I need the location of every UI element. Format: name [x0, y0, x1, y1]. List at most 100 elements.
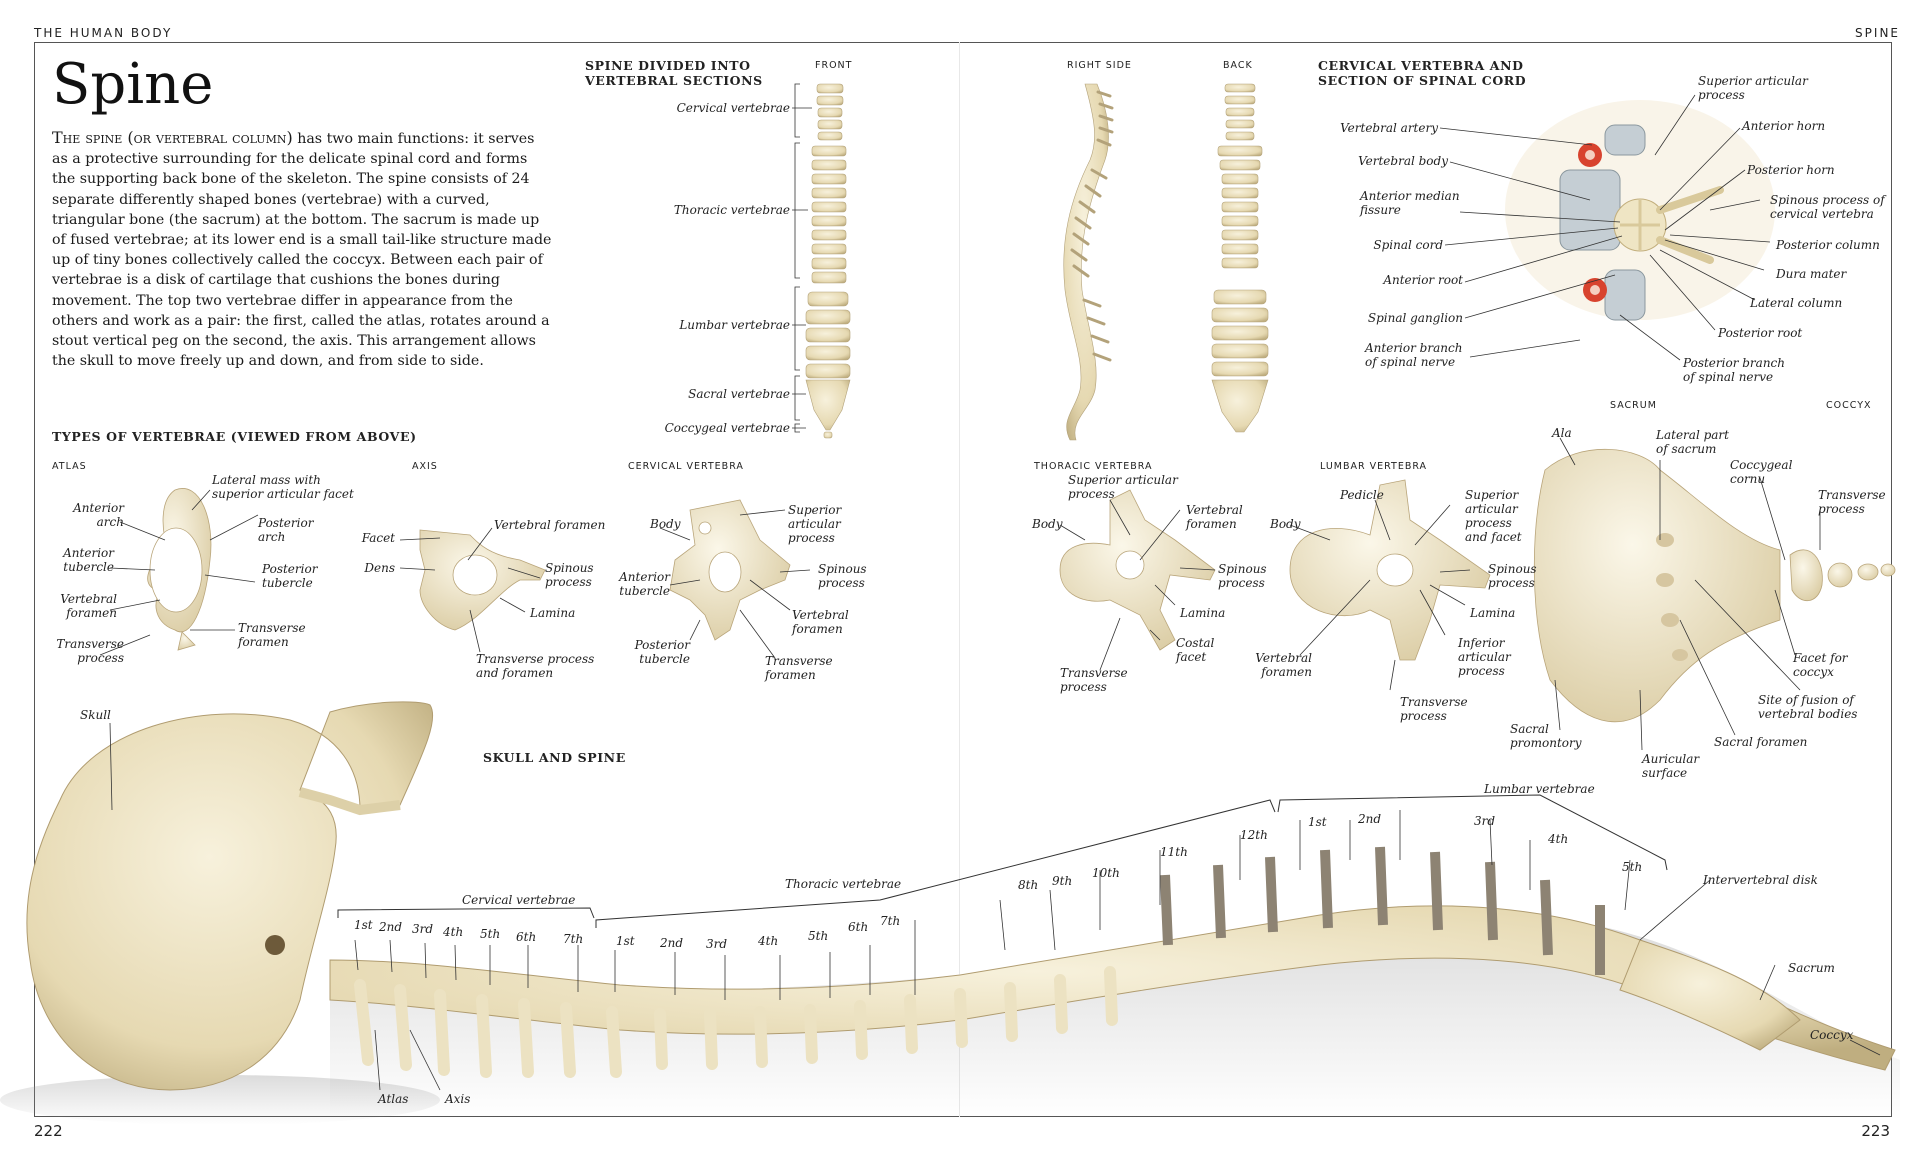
vertebra-number: 5th [808, 929, 829, 943]
vertebra-number: 6th [516, 930, 537, 944]
vertebra-number: 5th [1622, 860, 1643, 874]
cord-label-vertebral-artery: Vertebral artery [1340, 121, 1438, 135]
vertebra-number: 2nd [379, 920, 403, 934]
vertebra-number: 9th [1052, 874, 1073, 888]
atlas-label-transverse-process: Transverse process [56, 637, 124, 665]
cervical-label-superior-articular: Superior articular process [788, 503, 842, 545]
vertebra-number: 8th [1018, 878, 1039, 892]
cord-label-superior-articular: Superior articular process [1698, 74, 1808, 102]
thoracic-label-body: Body [1032, 517, 1063, 531]
vertebra-number: 1st [354, 918, 373, 932]
sacrum-label-coccygeal-cornu: Coccygeal cornu [1730, 458, 1793, 486]
vertebra-number: 3rd [1474, 814, 1496, 828]
spine-back-illustration [1211, 83, 1269, 433]
cord-label-spinal-cord: Spinal cord [1373, 238, 1443, 252]
thoracic-label-superior-articular: Superior articular process [1068, 473, 1178, 501]
page-number-right: 223 [1861, 1122, 1890, 1140]
label-axis-title: AXIS [412, 461, 438, 472]
cord-label-spinal-ganglion: Spinal ganglion [1367, 311, 1463, 325]
vertebra-number: 2nd [660, 936, 684, 950]
long-spine-brackets [337, 794, 1668, 928]
spine-side-illustration [1063, 83, 1109, 441]
sacrum-label-facet-for-coccyx: Facet for coccyx [1793, 651, 1848, 679]
cord-label-anterior-horn: Anterior horn [1742, 119, 1826, 133]
vertebra-number: 2nd [1358, 812, 1382, 826]
skull-heading: SKULL AND SPINE [483, 750, 626, 765]
atlas-label-anterior-tubercle: Anterior tubercle [63, 546, 114, 574]
atlas-label-transverse-foramen: Transverse foramen [238, 621, 306, 649]
cervical-label-spinous-process: Spinous process [818, 562, 867, 590]
skull-label-coccyx: Coccyx [1810, 1028, 1854, 1042]
cervical-label-body: Body [650, 517, 681, 531]
sacrum-label-lateral-part: Lateral part of sacrum [1656, 428, 1729, 456]
sacrum-label-auricular-surface: Auricular surface [1642, 752, 1700, 780]
label-thoracic-title: THORACIC VERTEBRA [1034, 461, 1153, 472]
atlas-label-lateral-mass: Lateral mass with superior articular fac… [212, 473, 354, 501]
lumbar-label-inferior-articular: Inferior articular process [1458, 636, 1511, 678]
running-head-left: THE HUMAN BODY [34, 26, 173, 40]
vertebra-number: 7th [563, 932, 584, 946]
cervical-label-transverse-foramen: Transverse foramen [765, 654, 833, 682]
cord-label-anterior-median-fissure: Anterior median fissure [1360, 189, 1460, 217]
sections-heading: SPINE DIVIDED INTO VERTEBRAL SECTIONS [585, 58, 763, 88]
intro-text: has two main functions: it serves as a p… [52, 131, 552, 370]
cord-label-anterior-root: Anterior root [1383, 273, 1463, 287]
running-head-right: SPINE [1855, 26, 1900, 40]
vertebra-number: 12th [1240, 828, 1268, 842]
cord-label-spinous-process: Spinous process of cervical vertebra [1770, 193, 1885, 221]
atlas-label-posterior-tubercle: Posterior tubercle [262, 562, 318, 590]
thoracic-label-transverse-process: Transverse process [1060, 666, 1128, 694]
sacrum-label-site-of-fusion: Site of fusion of vertebral bodies [1758, 693, 1858, 721]
sacrum-label-ala: Ala [1552, 426, 1572, 440]
label-coccyx-title: COCCYX [1826, 400, 1872, 411]
lumbar-label-pedicle: Pedicle [1340, 488, 1384, 502]
thoracic-label-spinous-process: Spinous process [1218, 562, 1267, 590]
left-rule [34, 42, 35, 1117]
lumbar-label-spinous-process: Spinous process [1488, 562, 1537, 590]
section-label-lumbar: Lumbar vertebrae [679, 318, 790, 332]
lumbar-illustration [1289, 479, 1491, 661]
vertebra-number: 3rd [706, 937, 728, 951]
lumbar-label-transverse-process: Transverse process [1400, 695, 1468, 723]
skull-label: Skull [80, 708, 111, 722]
vertebra-number: 6th [848, 920, 869, 934]
skull-label-cervical: Cervical vertebrae [462, 893, 576, 907]
section-label-coccygeal: Coccygeal vertebrae [664, 421, 790, 435]
cord-section-illustration [1505, 100, 1775, 321]
thoracic-label-costal-facet: Costal facet [1176, 636, 1215, 664]
number-ticks [354, 810, 1631, 1000]
axis-label-dens: Dens [364, 561, 395, 575]
vertebra-number: 11th [1160, 845, 1188, 859]
skull-label-axis: Axis [445, 1092, 471, 1106]
lumbar-label-body: Body [1270, 517, 1301, 531]
axis-label-facet: Facet [361, 531, 395, 545]
axis-label-spinous-process: Spinous process [545, 561, 594, 589]
skull-label-thoracic: Thoracic vertebrae [785, 877, 902, 891]
section-label-thoracic: Thoracic vertebrae [673, 203, 790, 217]
lumbar-label-lamina: Lamina [1470, 606, 1516, 620]
atlas-illustration [147, 488, 212, 651]
atlas-label-vertebral-foramen: Vertebral foramen [60, 592, 117, 620]
axis-label-transverse-process: Transverse process and foramen [476, 652, 595, 680]
thoracic-label-vertebral-foramen: Vertebral foramen [1186, 503, 1243, 531]
thoracic-label-lamina: Lamina [1180, 606, 1226, 620]
sacrum-label-transverse-process: Transverse process [1818, 488, 1886, 516]
vertebra-number: 10th [1092, 866, 1120, 880]
atlas-label-posterior-arch: Posterior arch [258, 516, 314, 544]
skull-label-disk: Intervertebral disk [1703, 873, 1818, 887]
axis-label-vertebral-foramen: Vertebral foramen [494, 518, 606, 532]
cord-label-posterior-root: Posterior root [1718, 326, 1803, 340]
label-back: BACK [1223, 60, 1253, 71]
gutter [959, 42, 960, 1117]
page-title: Spine [52, 52, 214, 117]
cord-label-posterior-column: Posterior column [1776, 238, 1880, 252]
page-number-left: 222 [34, 1122, 63, 1140]
cervical-label-anterior-tubercle: Anterior tubercle [619, 570, 670, 598]
cord-label-posterior-horn: Posterior horn [1747, 163, 1835, 177]
sacrum-illustration [1533, 448, 1896, 723]
label-cervical-title: CERVICAL VERTEBRA [628, 461, 744, 472]
sacrum-label-sacral-foramen: Sacral foramen [1714, 735, 1808, 749]
cervical-illustration [669, 499, 791, 641]
intro-lead: The spine (or vertebral column) [52, 128, 293, 147]
